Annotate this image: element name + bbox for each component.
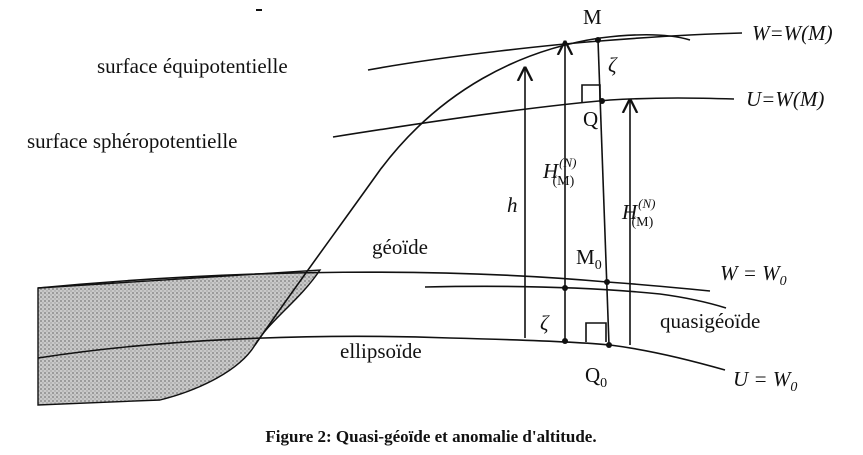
land-mass (37, 269, 322, 406)
figure-caption: Figure 2: Quasi-géoïde et anomalie d'alt… (265, 427, 596, 446)
label-equipotential: surface équipotentielle (97, 54, 288, 78)
label-normal-height-q: H(N)(M) (621, 196, 656, 230)
label-geoid: géoïde (372, 235, 428, 259)
point-q0 (606, 342, 612, 348)
label-quasigeoid: quasigéoïde (660, 309, 760, 333)
equipotential-surface-line (367, 32, 743, 71)
point-q (599, 98, 605, 104)
point-ellipsoid (562, 338, 568, 344)
label-zeta-top: ζ (608, 53, 618, 77)
label-point-q0: Q0 (585, 363, 607, 391)
label-h: h (507, 193, 518, 217)
geoid-line (37, 271, 711, 292)
point-quasigeoid (562, 285, 568, 291)
point-m0 (604, 279, 610, 285)
right-angle-marker-q0 (585, 322, 607, 342)
point-m (595, 37, 601, 43)
label-point-q: Q (583, 107, 598, 131)
label-point-m0: M0 (576, 245, 602, 273)
label-eq-u-w0: U = W0 (733, 367, 797, 395)
label-eq-u-wm: U=W(M) (746, 87, 824, 111)
label-ellipsoid: ellipsoïde (340, 339, 422, 363)
spheropotential-surface-line (332, 97, 735, 138)
label-normal-height-m: H(N)(M) (542, 155, 577, 189)
label-eq-w-wm: W=W(M) (752, 21, 833, 45)
label-zeta-bottom: ζ (540, 311, 550, 335)
right-angle-marker-q (581, 84, 601, 102)
label-eq-w-w0: W = W0 (720, 261, 787, 289)
quasigeoid-line (424, 285, 727, 309)
ellipsoid-line (37, 335, 726, 371)
topographic-surface (254, 34, 691, 346)
label-spheropotential: surface sphéropotentielle (27, 129, 238, 153)
label-point-m: M (583, 5, 602, 29)
